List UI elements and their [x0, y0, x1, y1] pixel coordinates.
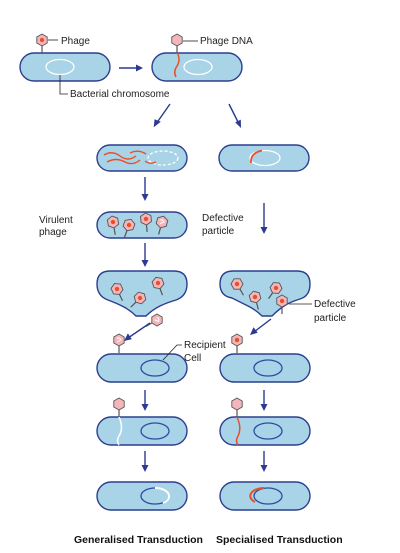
phage-icon-attaching: [36, 33, 48, 54]
arrow-right-2: [260, 203, 268, 234]
arrow-left-6: [141, 451, 149, 472]
phage-dna-strand: [173, 51, 180, 78]
empty-phage-icon-left: [113, 397, 125, 418]
cell-injected-generalised: [96, 416, 188, 446]
bacterial-chromosome-label: Bacterial chromosome: [70, 89, 170, 100]
arrow-infection: [119, 64, 143, 72]
defective-particle-label-a-line2: particle: [202, 226, 235, 237]
arrow-left-3: [141, 243, 149, 267]
recipient-cell-label-line2: Cell: [184, 353, 201, 364]
virulent-phage-label-line1: Virulent: [39, 215, 73, 226]
cell-recombinant-generalised: [96, 481, 188, 511]
cell-phage-assembly: [96, 211, 188, 240]
recipient-cell-generalised: [96, 353, 188, 383]
lysed-cell-specialised: [219, 270, 311, 317]
attaching-phage-icon-left: [113, 333, 125, 354]
cell-fragmented-chromosome: [96, 144, 188, 172]
attaching-phage-icon-right: [231, 333, 243, 354]
defective-particle-label-a-line1: Defective: [202, 213, 244, 224]
phage-icon-injecting: [171, 33, 183, 54]
cell-integrated-prophage: [218, 144, 310, 172]
recipient-label-leader: [162, 344, 182, 361]
empty-phage-icon-right: [231, 397, 243, 418]
cell-recombinant-specialised: [219, 481, 311, 511]
arrow-left-5: [141, 390, 149, 411]
defective-particle-icon: [276, 294, 288, 315]
defective-particle-label-b-line2: particle: [314, 313, 347, 324]
phage-label: Phage: [61, 36, 90, 47]
recipient-cell-specialised: [219, 353, 311, 383]
arrow-right-6: [260, 451, 268, 472]
cell-phage-dna-injected: [151, 51, 243, 82]
caption-generalised: Generalised Transduction: [74, 534, 203, 546]
arrow-left-2: [141, 177, 149, 201]
virulent-phage-label-line2: phage: [39, 227, 67, 238]
arrow-branch-lytic: [153, 103, 171, 128]
phage-dna-label: Phage DNA: [200, 36, 253, 47]
arrow-branch-lysogenic: [228, 103, 241, 128]
cell-infection-start: [19, 52, 111, 82]
lysed-cell-generalised: [96, 270, 188, 317]
arrow-right-5: [260, 390, 268, 411]
recipient-cell-label-line1: Recipient: [184, 340, 226, 351]
arrow-to-recipient-right: [250, 318, 272, 335]
caption-specialised: Specialised Transduction: [216, 534, 343, 546]
cell-injected-specialised: [219, 416, 311, 446]
chromosome-label-leader: [59, 75, 68, 95]
arrow-to-recipient-left: [124, 322, 151, 341]
defective-particle-label-b-line1: Defective: [314, 299, 356, 310]
